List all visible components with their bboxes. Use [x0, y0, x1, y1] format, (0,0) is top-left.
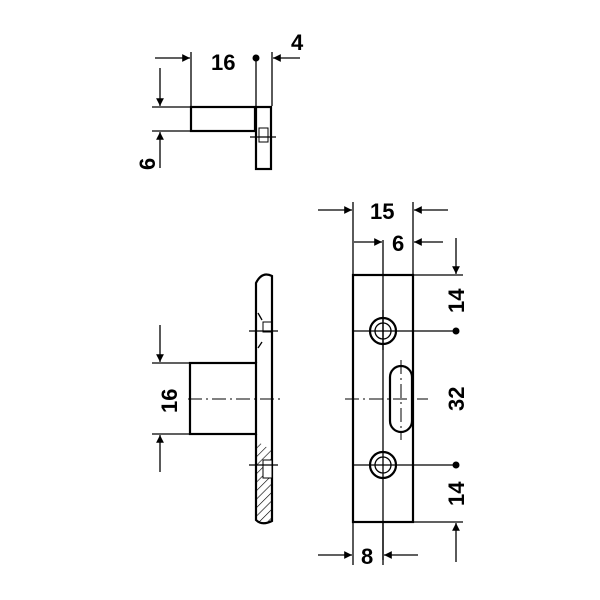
front-view: 15 6 14 32 14 8 [318, 199, 469, 569]
dim-front-bottom-width: 8 [361, 544, 373, 569]
dim-front-hole-offset: 6 [392, 231, 404, 256]
dim-top-plate-thickness: 4 [291, 30, 304, 55]
dim-side-height: 16 [157, 389, 182, 413]
dim-front-width: 15 [370, 199, 394, 224]
dim-top-width: 16 [211, 50, 235, 75]
dim-front-hole-spacing: 32 [444, 387, 469, 411]
dim-front-bottom-to-hole: 14 [444, 481, 469, 506]
top-view: 16 4 6 [135, 30, 304, 171]
dim-top-height: 6 [135, 158, 160, 170]
side-view: 16 [152, 273, 280, 525]
dim-front-top-to-hole: 14 [444, 288, 469, 313]
